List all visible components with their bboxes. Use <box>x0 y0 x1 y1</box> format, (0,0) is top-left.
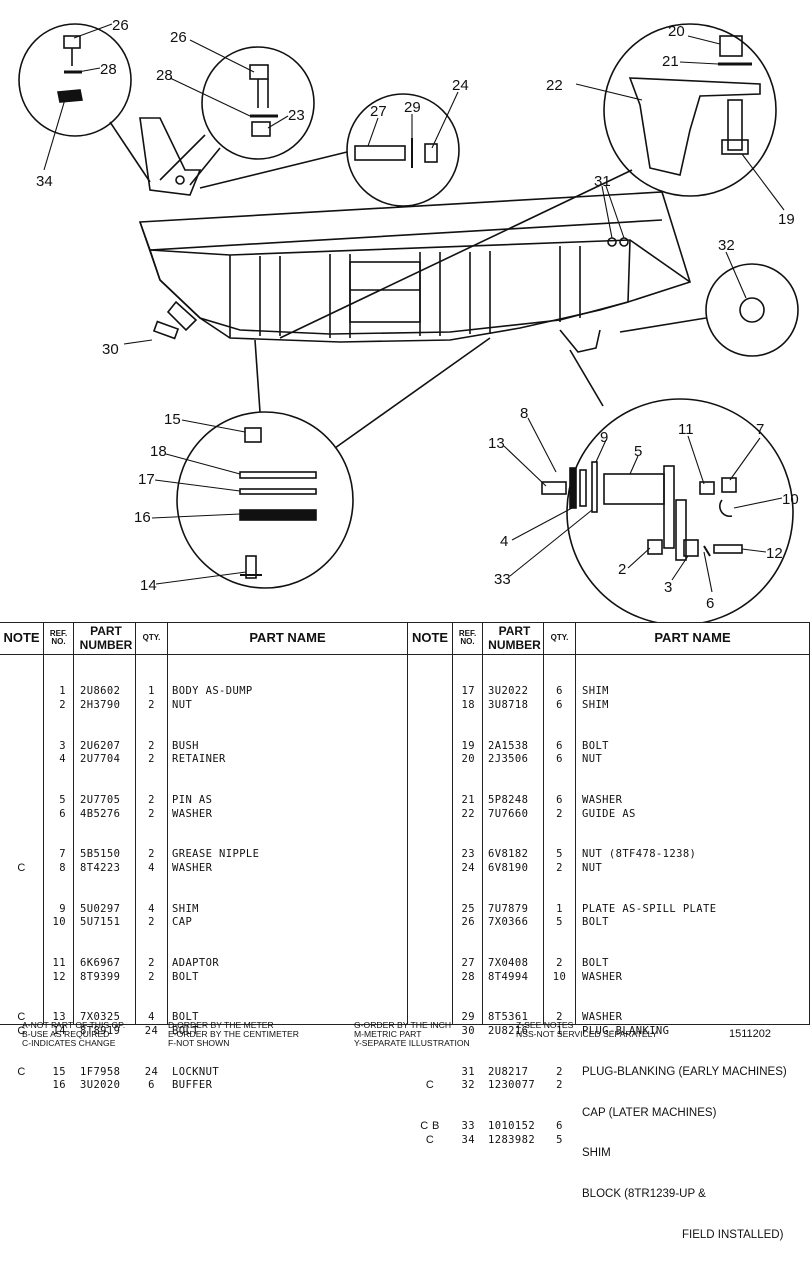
callout-4: 4 <box>500 533 508 550</box>
header-part-right: PART NUMBER <box>488 624 541 652</box>
header-note-right: NOTE <box>411 630 449 645</box>
callout-33: 33 <box>494 571 511 588</box>
document-number: 1511202 <box>728 1028 771 1040</box>
callout-18: 18 <box>150 443 167 460</box>
callout-14: 14 <box>140 577 157 594</box>
callout-29: 29 <box>404 99 421 116</box>
callout-19: 19 <box>778 211 795 228</box>
callout-16: 16 <box>134 509 151 526</box>
callout-34: 34 <box>36 173 53 190</box>
detail-circle-cap <box>619 263 799 357</box>
callout-30: 30 <box>102 341 119 358</box>
exploded-parts-diagram: 26 28 34 26 28 23 27 29 24 20 21 22 19 3… <box>18 17 799 622</box>
callout-2: 2 <box>618 561 626 578</box>
callout-20: 20 <box>668 23 685 40</box>
header-ref-left: REF. NO. <box>49 629 68 646</box>
header-qty-left: QTY. <box>142 633 161 642</box>
callout-7: 7 <box>756 421 764 438</box>
callout-10: 10 <box>782 491 799 508</box>
callout-12: 12 <box>766 545 783 562</box>
header-ref-right: REF. NO. <box>458 629 477 646</box>
callout-11: 11 <box>678 421 694 438</box>
detail-circle-bush <box>159 46 315 186</box>
header-part-left: PART NUMBER <box>79 624 133 652</box>
callout-8: 8 <box>520 405 528 422</box>
callout-leaders <box>43 23 785 593</box>
header-name-right: PART NAME <box>654 630 731 645</box>
callout-5: 5 <box>634 443 642 460</box>
header-qty-right: QTY. <box>550 633 569 642</box>
callout-17: 17 <box>138 471 155 488</box>
detail-circle-spill-plate <box>541 349 794 622</box>
callout-28b: 28 <box>156 67 173 84</box>
callout-26a: 26 <box>112 17 129 34</box>
callout-15: 15 <box>164 411 181 428</box>
callout-23: 23 <box>288 107 305 124</box>
header-name-left: PART NAME <box>249 630 326 645</box>
callout-labels: 26 28 34 26 28 23 27 29 24 20 21 22 19 3… <box>36 17 799 612</box>
header-note-left: NOTE <box>3 630 40 645</box>
callout-9: 9 <box>600 429 608 446</box>
parts-list-table: NOTE REF. NO. PART NUMBER QTY. PART NAME… <box>0 622 810 1241</box>
callout-22: 22 <box>546 77 563 94</box>
dump-body-illustration <box>138 117 691 353</box>
detail-circle-guide <box>279 23 777 339</box>
callout-26b: 26 <box>170 29 187 46</box>
callout-3: 3 <box>664 579 672 596</box>
callout-28a: 28 <box>100 61 117 78</box>
callout-32: 32 <box>718 237 735 254</box>
detail-circle-bolt-shim <box>199 93 460 207</box>
callout-6: 6 <box>706 595 714 612</box>
callout-31: 31 <box>594 173 611 190</box>
callout-13: 13 <box>488 435 505 452</box>
callout-21: 21 <box>662 53 679 70</box>
detail-circle-buffer <box>176 337 491 589</box>
callout-27: 27 <box>370 103 387 120</box>
detail-circle-upper-left <box>18 23 151 183</box>
callout-24: 24 <box>452 77 469 94</box>
